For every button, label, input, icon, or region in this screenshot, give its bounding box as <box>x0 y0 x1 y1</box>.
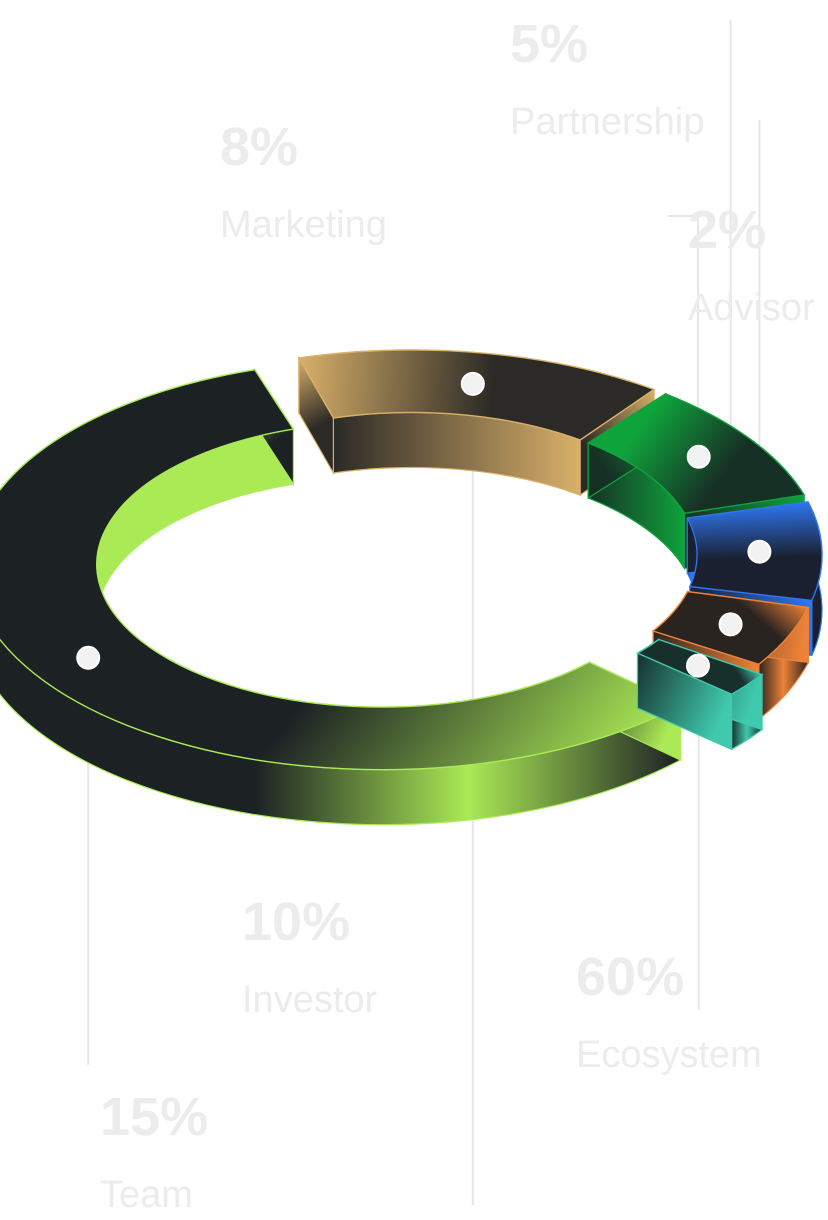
slice-ecosystem <box>0 367 683 826</box>
slice-name-partnership: Partnership <box>510 101 704 143</box>
slice-name-advisor: Advisor <box>688 287 815 329</box>
slice-percent-team: 15% <box>100 1087 208 1147</box>
slice-percent-partnership: 5% <box>510 14 588 74</box>
leader-lines <box>87 20 761 1205</box>
slice-name-investor: Investor <box>242 979 378 1021</box>
slice-name-team: Team <box>100 1174 193 1216</box>
leader-dot-team <box>460 371 485 396</box>
slice-ecosystem-top <box>0 368 683 771</box>
leader-dot-investor <box>686 444 711 469</box>
slice-percent-investor: 10% <box>242 892 350 952</box>
leader-dots <box>76 371 772 678</box>
slice-percent-advisor: 2% <box>688 200 766 260</box>
leader-dot-partnership <box>718 612 743 637</box>
slice-name-marketing: Marketing <box>220 204 387 246</box>
donut-slices <box>0 349 823 826</box>
leader-dot-ecosystem <box>76 645 101 670</box>
slice-labels: 60% Ecosystem 15% Team 10% Investor 8% Marketin… <box>100 14 815 1216</box>
leader-dot-marketing <box>747 539 772 564</box>
slice-name-ecosystem: Ecosystem <box>576 1034 762 1076</box>
slice-percent-marketing: 8% <box>220 117 298 177</box>
slice-advisor <box>635 638 764 751</box>
slice-percent-ecosystem: 60% <box>576 947 684 1007</box>
leader-dot-advisor <box>686 653 710 678</box>
